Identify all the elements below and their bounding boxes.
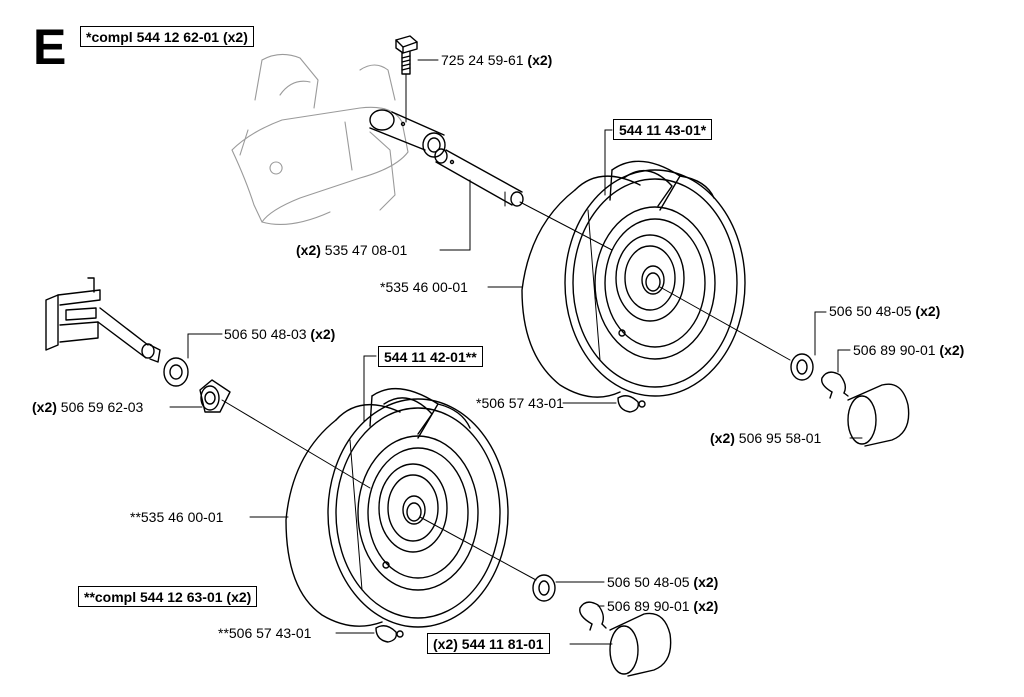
cap-top-drawing <box>847 383 910 447</box>
spindle-left <box>45 277 161 363</box>
label-tire-bottom: **535 46 00-01 <box>130 509 224 525</box>
label-circlip-top-number: 506 89 90-01 <box>853 342 936 358</box>
label-circlip-top-qty: (x2) <box>939 342 965 358</box>
axis-line-bottom-2 <box>419 516 537 581</box>
section-letter: E <box>33 19 67 75</box>
assembly-label-top: *compl 544 12 62-01 (x2) <box>80 26 254 47</box>
label-axle-pin-number: 535 47 08-01 <box>324 242 408 258</box>
axis-line-bottom <box>221 399 371 489</box>
label-axle-pin-qty: (x2) <box>296 242 321 258</box>
label-bolt-number: 725 24 59-61 <box>441 52 524 68</box>
washer-axle-drawing <box>163 357 189 387</box>
circlip-top-drawing <box>821 371 849 399</box>
label-washer-top-qty: (x2) <box>915 303 941 319</box>
axle-sleeve <box>369 109 446 158</box>
label-cap-top: (x2) 506 95 58-01 <box>710 430 821 446</box>
washer-bottom-drawing <box>532 574 556 602</box>
valve-bottom-drawing <box>375 625 404 643</box>
label-washer-bottom-qty: (x2) <box>693 574 719 590</box>
axle-pin <box>434 148 524 207</box>
bushing-drawing <box>199 379 231 413</box>
label-wheel-top: 544 11 43-01* <box>613 119 713 140</box>
label-circlip-bottom-qty: (x2) <box>693 598 719 614</box>
label-bushing-qty: (x2) <box>32 399 57 415</box>
label-washer-top: 506 50 48-05 (x2) <box>829 303 940 319</box>
label-axle-pin: (x2) 535 47 08-01 <box>296 242 407 258</box>
label-bushing: (x2) 506 59 62-03 <box>32 399 143 415</box>
assembly-label-bottom: **compl 544 12 63-01 (x2) <box>78 586 258 607</box>
label-valve-top: *506 57 43-01 <box>476 395 564 411</box>
label-washer-bottom: 506 50 48-05 (x2) <box>607 574 718 590</box>
label-cap-top-qty: (x2) <box>710 430 735 446</box>
label-tire-top: *535 46 00-01 <box>380 279 468 295</box>
circlip-bottom-drawing <box>579 601 607 631</box>
frame-bracket <box>231 53 409 225</box>
axis-line-top-2 <box>659 286 791 361</box>
label-valve-bottom: **506 57 43-01 <box>218 625 312 641</box>
bolt-part <box>395 35 418 123</box>
label-washer-axle: 506 50 48-03 (x2) <box>224 326 335 342</box>
wheel-bottom-drawing <box>285 387 509 628</box>
washer-top-drawing <box>790 353 814 381</box>
label-circlip-top: 506 89 90-01 (x2) <box>853 342 964 358</box>
label-bolt-qty: (x2) <box>527 52 553 68</box>
label-bolt: 725 24 59-61 (x2) <box>441 52 552 68</box>
label-circlip-bottom: 506 89 90-01 (x2) <box>607 598 718 614</box>
label-washer-axle-number: 506 50 48-03 <box>224 326 307 342</box>
label-circlip-bottom-number: 506 89 90-01 <box>607 598 690 614</box>
label-cap-top-number: 506 95 58-01 <box>738 430 822 446</box>
label-washer-axle-qty: (x2) <box>310 326 336 342</box>
label-washer-top-number: 506 50 48-05 <box>829 303 912 319</box>
cap-bottom-drawing <box>609 612 672 677</box>
valve-top-drawing <box>617 395 646 413</box>
label-wheel-bottom: 544 11 42-01** <box>378 346 483 367</box>
wheel-top-drawing <box>521 160 746 398</box>
label-bushing-number: 506 59 62-03 <box>60 399 144 415</box>
axis-line-top <box>519 201 613 251</box>
label-washer-bottom-number: 506 50 48-05 <box>607 574 690 590</box>
label-cap-bottom: (x2) 544 11 81-01 <box>427 633 550 654</box>
